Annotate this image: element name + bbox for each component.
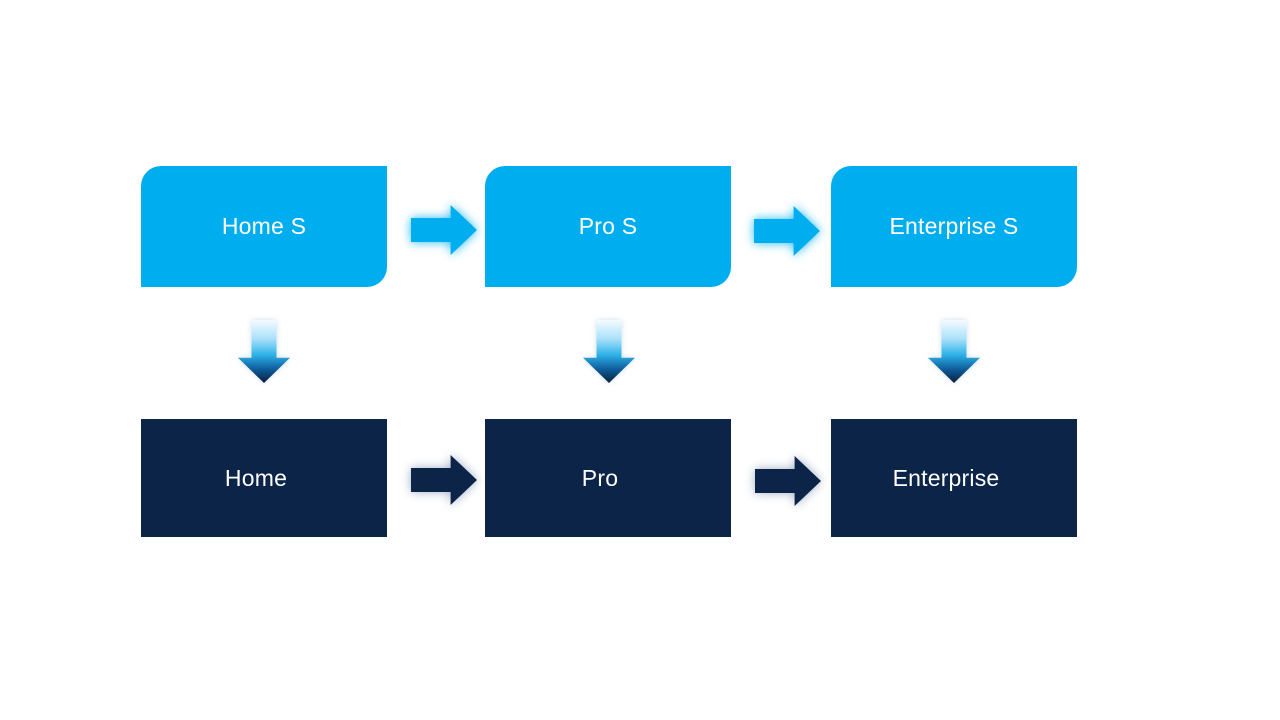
arrow-right-icon — [755, 456, 821, 506]
node-enterprise-s-label: Enterprise S — [889, 213, 1019, 239]
node-pro: Pro — [485, 419, 731, 537]
node-home-label: Home — [224, 464, 288, 491]
node-home: Home — [141, 419, 387, 537]
arrow-down-shape — [238, 320, 290, 383]
arrow-right-shape — [754, 206, 820, 256]
arrow-right-icon — [411, 205, 477, 255]
arrow-right-icon — [411, 455, 477, 505]
node-home-s: Home S — [141, 166, 387, 287]
arrow-right-shape — [411, 455, 477, 505]
arrow-down-shape — [583, 320, 635, 383]
node-pro-label: Pro — [581, 464, 619, 491]
arrow-down-icon — [238, 320, 290, 383]
node-pro-s-label: Pro S — [578, 213, 638, 239]
arrow-down-icon — [928, 320, 980, 383]
arrow-right-shape — [755, 456, 821, 506]
arrow-down-icon — [583, 320, 635, 383]
arrow-down-shape — [928, 320, 980, 383]
node-home-s-label: Home S — [221, 213, 307, 239]
node-pro-s: Pro S — [485, 166, 731, 287]
node-enterprise: Enterprise — [831, 419, 1077, 537]
arrow-right-icon — [754, 206, 820, 256]
arrow-right-shape — [411, 205, 477, 255]
node-enterprise-s: Enterprise S — [831, 166, 1077, 287]
node-enterprise-label: Enterprise — [892, 464, 1000, 491]
